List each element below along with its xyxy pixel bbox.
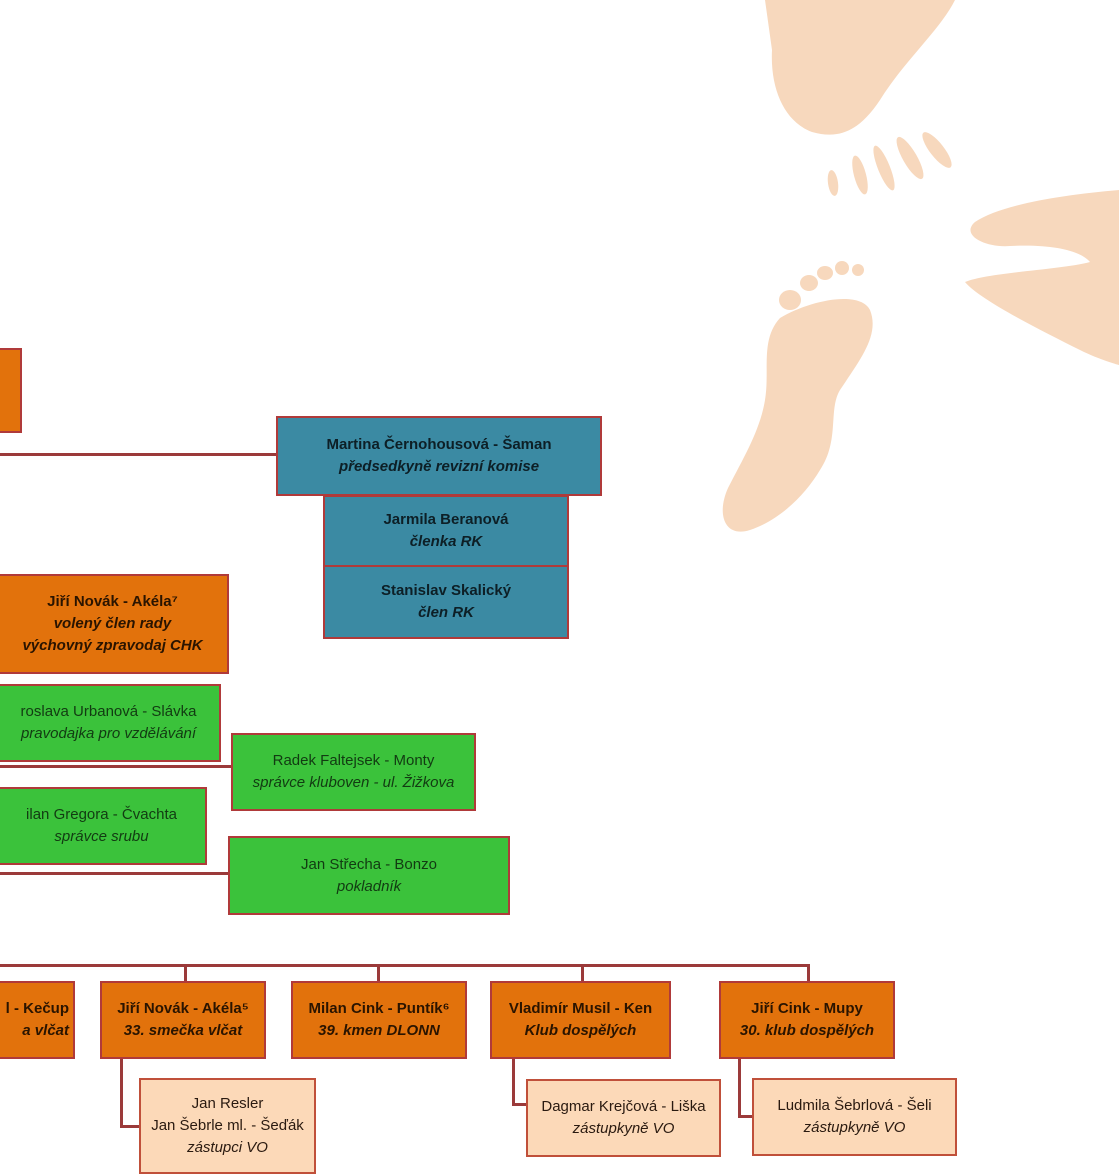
connector-line <box>512 1103 530 1106</box>
person-name: Jiří Novák - Akéla⁷ <box>47 593 178 611</box>
person-role: zástupkyně VO <box>572 1120 675 1137</box>
unit-box: Milan Cink - Puntík⁶ 39. kmen DLONN <box>291 981 467 1059</box>
person-name: Jarmila Beranová <box>383 511 509 529</box>
person-name: l - Kečup <box>5 1000 69 1018</box>
person-role: 39. kmen DLONN <box>318 1022 440 1039</box>
person-role: 30. klub dospělých <box>739 1022 875 1039</box>
unit-box: Jiří Novák - Akéla⁵ 33. smečka vlčat <box>100 981 266 1059</box>
person-role: správce kluboven - ul. Žižkova <box>252 774 455 791</box>
connector-line <box>0 765 232 768</box>
connector-line <box>738 1115 754 1118</box>
deputy-box: Jan Resler Jan Šebrle ml. - Šeďák zástup… <box>139 1078 316 1174</box>
person-name: Radek Faltejsek - Monty <box>272 752 435 770</box>
person-name: Stanislav Skalický <box>380 582 512 600</box>
connector-line <box>120 1057 123 1127</box>
person-name: Jan Šebrle ml. - Šeďák <box>151 1117 304 1135</box>
officer-box: Radek Faltejsek - Monty správce kluboven… <box>231 733 476 811</box>
unit-box: Jiří Cink - Mupy 30. klub dospělých <box>719 981 895 1059</box>
officer-box: roslava Urbanová - Slávka pravodajka pro… <box>0 684 221 762</box>
person-name: Jiří Novák - Akéla⁵ <box>117 1000 249 1018</box>
connector-line <box>0 872 230 875</box>
person-role: 33. smečka vlčat <box>123 1022 243 1039</box>
person-role: zástupkyně VO <box>803 1119 906 1136</box>
revision-member-box: Stanislav Skalický člen RK <box>323 565 569 639</box>
person-name: roslava Urbanová - Slávka <box>20 703 197 721</box>
person-role: předsedkyně revizní komise <box>338 458 540 475</box>
person-role: výchovný zpravodaj CHK <box>22 636 203 654</box>
deputy-box: Dagmar Krejčová - Liška zástupkyně VO <box>526 1079 721 1157</box>
person-name: Jan Střecha - Bonzo <box>301 855 437 873</box>
connector-line <box>581 964 584 982</box>
person-name: ilan Gregora - Čvachta <box>26 806 177 824</box>
person-name: Milan Cink - Puntík⁶ <box>308 1000 450 1018</box>
person-name: Jan Resler <box>191 1095 264 1113</box>
connector-line <box>0 964 810 967</box>
person-role: volený člen rady <box>53 615 172 633</box>
revision-member-box: Jarmila Beranová členka RK <box>323 495 569 567</box>
person-name: Jiří Cink - Mupy <box>751 1000 863 1018</box>
revision-chair-box: Martina Černohousová - Šaman předsedkyně… <box>276 416 602 496</box>
person-role: zástupci VO <box>187 1138 268 1156</box>
connector-line <box>512 1057 515 1105</box>
council-member-box: Jiří Novák - Akéla⁷ volený člen rady výc… <box>0 574 229 674</box>
officer-box: Jan Střecha - Bonzo pokladník <box>228 836 510 915</box>
person-role: správce srubu <box>54 828 149 845</box>
person-name: Martina Černohousová - Šaman <box>326 436 552 454</box>
officer-box: ilan Gregora - Čvachta správce srubu <box>0 787 207 865</box>
connector-line <box>377 964 380 982</box>
person-name: Ludmila Šebrlová - Šeli <box>777 1097 932 1115</box>
person-role: pravodajka pro vzdělávání <box>20 725 197 742</box>
person-role: Klub dospělých <box>524 1022 637 1039</box>
unit-box: l - Kečup a vlčat <box>0 981 75 1059</box>
person-role: členka RK <box>409 533 483 550</box>
person-role: pokladník <box>336 877 402 895</box>
connector-line <box>120 1125 142 1128</box>
connector-line <box>807 964 810 982</box>
director-box <box>0 348 22 433</box>
person-role: a vlčat <box>22 1022 69 1039</box>
connector-line <box>738 1057 741 1117</box>
connector-line <box>184 964 187 982</box>
connector-line <box>0 453 278 456</box>
person-role: člen RK <box>418 604 474 621</box>
person-name: Dagmar Krejčová - Liška <box>541 1098 706 1116</box>
person-name: Vladimír Musil - Ken <box>508 1000 653 1018</box>
unit-box: Vladimír Musil - Ken Klub dospělých <box>490 981 671 1059</box>
deputy-box: Ludmila Šebrlová - Šeli zástupkyně VO <box>752 1078 957 1156</box>
